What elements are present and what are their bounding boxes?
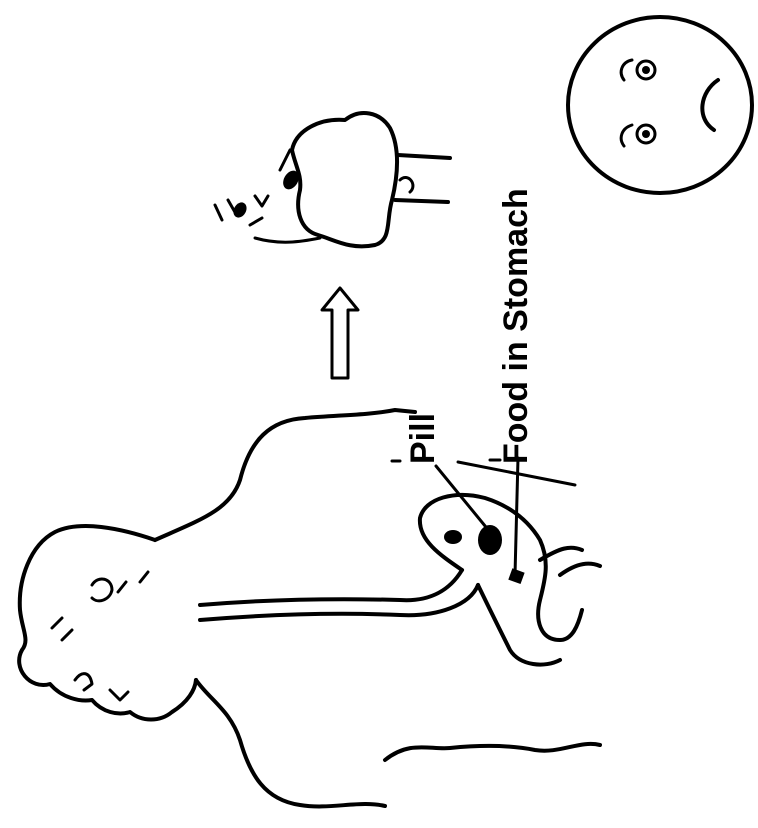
up-arrow-icon — [322, 288, 358, 378]
hair-mark-3 — [118, 582, 126, 592]
food-label: Food in Stomach — [497, 188, 535, 464]
detail-curve — [255, 238, 320, 242]
mouth — [110, 690, 128, 700]
nose — [75, 674, 92, 690]
chest-outline — [155, 410, 415, 540]
left-eye-brow — [621, 60, 632, 80]
detail-tube-2 — [395, 200, 448, 202]
face-circle — [568, 17, 752, 193]
stomach-lower — [478, 585, 560, 665]
hair-mark-1 — [52, 618, 62, 628]
detail-stroke-2 — [228, 200, 236, 214]
detail-stroke-5 — [250, 218, 262, 225]
smiley-face-icon — [568, 17, 752, 193]
stomach-blob — [444, 530, 462, 544]
ear — [92, 579, 112, 601]
hip-outline — [385, 744, 600, 760]
detail-tube-inner — [400, 177, 413, 192]
intestine-2 — [560, 564, 600, 575]
stomach — [420, 495, 582, 640]
hair-mark-4 — [140, 572, 148, 582]
person-figure — [19, 410, 600, 806]
head-outline — [19, 526, 196, 719]
detail-stroke-1 — [215, 205, 222, 220]
stomach-detail — [215, 113, 450, 246]
pill-blob — [478, 525, 502, 555]
hair-mark-2 — [62, 630, 72, 640]
detail-tube-1 — [398, 155, 450, 158]
right-pupil — [642, 130, 650, 138]
right-eye-brow — [621, 125, 632, 146]
food-pointer — [515, 458, 518, 575]
detail-stomach — [292, 113, 397, 246]
detail-stroke-4 — [280, 150, 290, 170]
detail-stroke-3 — [255, 196, 268, 206]
left-pupil — [642, 66, 650, 74]
pill-label: Pill — [404, 413, 442, 464]
back-outline — [196, 680, 385, 806]
esophagus — [200, 570, 462, 605]
face-mouth — [702, 80, 718, 130]
